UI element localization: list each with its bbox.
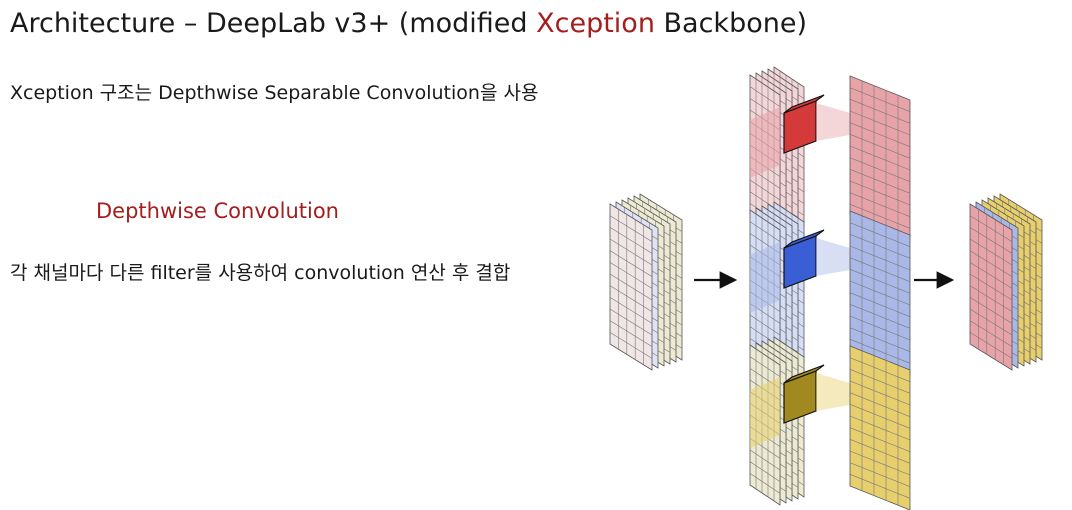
branch-yellow-output [849, 345, 911, 510]
branch-blue-highlight [750, 242, 780, 313]
title-suffix: Backbone) [654, 8, 807, 39]
branch-yellow-projection [816, 373, 850, 411]
section-description: 각 채널마다 다른 filter를 사용하여 convolution 연산 후 … [10, 262, 511, 284]
input-feature-map-layer-0 [609, 203, 653, 371]
output-feature-map-layer-0 [969, 203, 1013, 371]
branch-red-projection [816, 103, 850, 141]
branch-blue-kernel-top [783, 229, 825, 249]
section-heading: Depthwise Convolution [96, 199, 339, 223]
branch-blue-projection [816, 238, 850, 276]
branch-yellow-highlight [750, 377, 780, 448]
branch-yellow-kernel-top [783, 364, 825, 384]
slide-title: Architecture – DeepLab v3+ (modified Xce… [10, 8, 807, 39]
branch-red-kernel-top [783, 94, 825, 114]
branch-red-output [849, 75, 911, 241]
branch-red-highlight [750, 107, 780, 178]
title-prefix: Architecture – DeepLab v3+ (modified [10, 8, 537, 39]
slide-subtitle: Xception 구조는 Depthwise Separable Convolu… [10, 82, 539, 104]
title-highlight: Xception [536, 8, 655, 39]
